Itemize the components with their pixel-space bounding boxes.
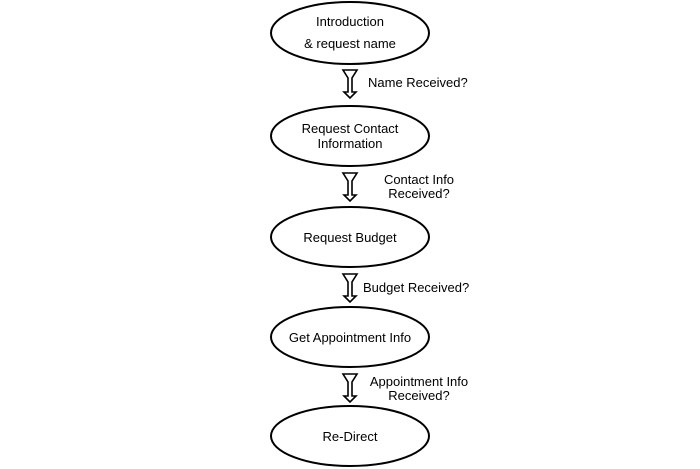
transition-condition: Appointment Info [370, 374, 468, 389]
transition-condition: Received? [388, 388, 449, 403]
flow-arrow-contact-received: Contact Info Received? [341, 172, 454, 203]
step-oval [270, 206, 430, 268]
flow-step-request-budget: Request Budget [270, 206, 430, 268]
flow-step-introduction: Introduction & request name [270, 1, 430, 65]
flow-arrow-appointment-received: Appointment Info Received? [341, 373, 468, 404]
step-label-line: Request Budget [303, 230, 397, 245]
step-label-line: Introduction [316, 14, 384, 29]
transition-condition: Contact Info [384, 172, 454, 187]
step-label-line: Re-Direct [323, 429, 378, 444]
down-arrow-icon [341, 373, 359, 404]
step-label-line: Get Appointment Info [289, 330, 411, 345]
down-arrow-icon [341, 273, 359, 304]
flow-arrow-name-received: Name Received? [341, 69, 468, 100]
step-oval [270, 405, 430, 467]
step-oval [270, 306, 430, 368]
flow-arrow-budget-received: Budget Received? [341, 273, 469, 304]
step-label-line: Information [317, 136, 382, 151]
step-label-line: Request Contact [302, 121, 399, 136]
down-arrow-icon [341, 172, 359, 203]
step-label-line: & request name [304, 36, 396, 51]
transition-condition: Received? [388, 186, 449, 201]
step-oval [270, 105, 430, 167]
transition-condition: Budget Received? [363, 280, 469, 295]
transition-condition: Name Received? [368, 75, 468, 90]
flow-step-get-appointment: Get Appointment Info [270, 306, 430, 368]
down-arrow-icon [341, 69, 359, 100]
flow-step-redirect: Re-Direct [270, 405, 430, 467]
step-oval [270, 1, 430, 65]
flow-step-request-contact: Request Contact Information [270, 105, 430, 167]
